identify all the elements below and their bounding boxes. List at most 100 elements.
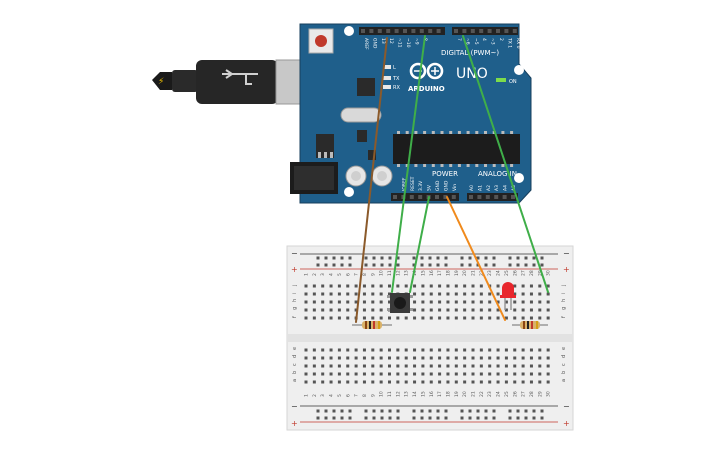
breadboard-hole[interactable] [329, 372, 333, 376]
breadboard-hole[interactable] [504, 348, 508, 352]
breadboard-hole[interactable] [479, 348, 483, 352]
breadboard-hole[interactable] [413, 316, 417, 320]
breadboard-hole[interactable] [304, 300, 308, 304]
breadboard-hole[interactable] [521, 380, 525, 384]
breadboard-hole[interactable] [463, 348, 467, 352]
rail-hole[interactable] [332, 409, 336, 413]
wires[interactable] [355, 35, 549, 323]
breadboard-hole[interactable] [488, 300, 492, 304]
breadboard-hole[interactable] [513, 348, 517, 352]
breadboard-hole[interactable] [321, 372, 325, 376]
rail-hole[interactable] [524, 409, 528, 413]
header-pin[interactable] [436, 29, 441, 33]
breadboard-hole[interactable] [379, 348, 383, 352]
breadboard-hole[interactable] [446, 364, 450, 368]
breadboard-hole[interactable] [388, 348, 391, 352]
breadboard-hole[interactable] [538, 300, 542, 304]
rail-hole[interactable] [476, 416, 480, 420]
breadboard-hole[interactable] [429, 292, 433, 296]
breadboard-hole[interactable] [413, 364, 417, 368]
breadboard-hole[interactable] [538, 364, 542, 368]
breadboard-hole[interactable] [396, 380, 400, 384]
breadboard-hole[interactable] [479, 372, 483, 376]
rail-hole[interactable] [524, 416, 528, 420]
breadboard-hole[interactable] [463, 300, 467, 304]
rail-hole[interactable] [436, 409, 440, 413]
breadboard-hole[interactable] [354, 308, 358, 312]
rail-hole[interactable] [532, 409, 536, 413]
breadboard-hole[interactable] [329, 300, 333, 304]
rail-hole[interactable] [372, 416, 376, 420]
breadboard-hole[interactable] [454, 364, 458, 368]
breadboard-hole[interactable] [463, 316, 467, 320]
breadboard-hole[interactable] [404, 348, 408, 352]
rail-hole[interactable] [516, 416, 520, 420]
breadboard-hole[interactable] [504, 372, 508, 376]
rail-hole[interactable] [444, 263, 448, 267]
breadboard-hole[interactable] [546, 292, 550, 296]
breadboard-hole[interactable] [321, 356, 325, 360]
breadboard-hole[interactable] [362, 364, 366, 368]
rail-hole[interactable] [372, 409, 376, 413]
breadboard-hole[interactable] [413, 292, 417, 296]
breadboard-hole[interactable] [546, 380, 550, 384]
breadboard-hole[interactable] [337, 348, 341, 352]
rail-hole[interactable] [364, 256, 368, 260]
breadboard-hole[interactable] [337, 308, 341, 312]
breadboard-hole[interactable] [538, 348, 542, 352]
rail-hole[interactable] [516, 263, 520, 267]
breadboard-hole[interactable] [337, 364, 341, 368]
breadboard-hole[interactable] [421, 308, 425, 312]
breadboard-hole[interactable] [538, 316, 542, 320]
breadboard-hole[interactable] [546, 316, 550, 320]
breadboard-hole[interactable] [404, 316, 408, 320]
breadboard-hole[interactable] [346, 372, 350, 376]
rail-hole[interactable] [396, 416, 400, 420]
header-pin[interactable] [386, 29, 391, 33]
breadboard-hole[interactable] [496, 372, 500, 376]
wire-orange[interactable] [446, 196, 506, 321]
rail-hole[interactable] [492, 263, 496, 267]
breadboard-hole[interactable] [379, 308, 383, 312]
breadboard-hole[interactable] [446, 300, 450, 304]
breadboard-hole[interactable] [446, 348, 450, 352]
rail-hole[interactable] [484, 409, 488, 413]
breadboard-hole[interactable] [496, 364, 500, 368]
breadboard-hole[interactable] [429, 380, 433, 384]
breadboard-hole[interactable] [529, 372, 533, 376]
rail-hole[interactable] [396, 256, 400, 260]
breadboard-hole[interactable] [388, 380, 391, 384]
breadboard-hole[interactable] [504, 380, 508, 384]
header-pin[interactable] [403, 29, 407, 33]
breadboard-hole[interactable] [396, 284, 400, 288]
breadboard-hole[interactable] [421, 292, 425, 296]
breadboard-hole[interactable] [488, 380, 492, 384]
breadboard-hole[interactable] [546, 372, 550, 376]
rail-hole[interactable] [540, 263, 544, 267]
rail-hole[interactable] [380, 263, 384, 267]
breadboard-hole[interactable] [496, 284, 500, 288]
rail-hole[interactable] [428, 409, 432, 413]
breadboard-hole[interactable] [529, 284, 533, 288]
breadboard-hole[interactable] [429, 300, 433, 304]
rail-hole[interactable] [388, 416, 392, 420]
breadboard-hole[interactable] [521, 300, 525, 304]
rail-hole[interactable] [324, 409, 328, 413]
breadboard-hole[interactable] [354, 364, 358, 368]
breadboard-hole[interactable] [538, 356, 542, 360]
breadboard-hole[interactable] [546, 284, 550, 288]
rail-hole[interactable] [332, 256, 336, 260]
rail-hole[interactable] [388, 263, 392, 267]
breadboard-hole[interactable] [463, 364, 467, 368]
breadboard-hole[interactable] [529, 380, 533, 384]
breadboard-hole[interactable] [479, 380, 483, 384]
breadboard-hole[interactable] [471, 308, 475, 312]
breadboard-hole[interactable] [371, 300, 375, 304]
breadboard-hole[interactable] [529, 356, 533, 360]
breadboard-hole[interactable] [321, 364, 325, 368]
breadboard-hole[interactable] [396, 316, 400, 320]
rail-hole[interactable] [420, 409, 424, 413]
breadboard-hole[interactable] [346, 356, 350, 360]
breadboard-hole[interactable] [513, 284, 517, 288]
breadboard-hole[interactable] [346, 300, 350, 304]
